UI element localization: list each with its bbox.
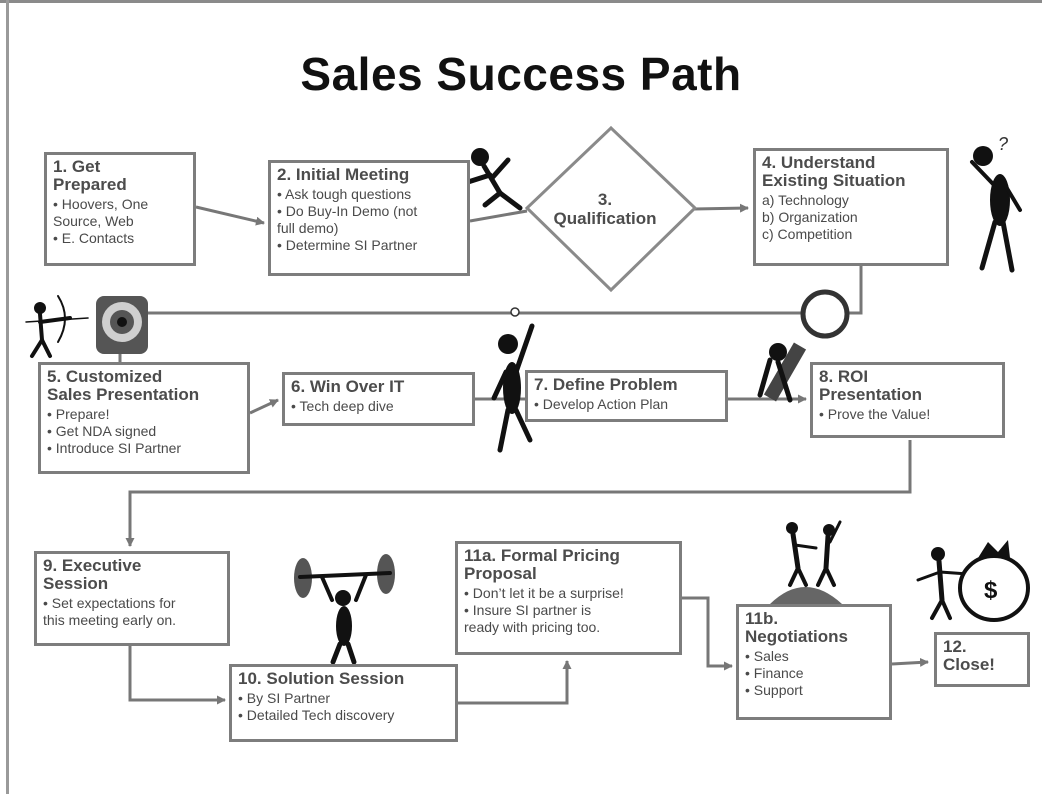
arrow-5-to-6: [249, 398, 279, 415]
step-item: • Get NDA signed: [47, 423, 157, 439]
step-heading: 6. Win Over IT: [291, 377, 405, 396]
step-item: • Tech deep dive: [291, 398, 394, 414]
step-item-list: • Tech deep dive: [291, 398, 466, 415]
step-item: • Determine SI Partner: [277, 237, 418, 253]
step-item: c) Competition: [762, 226, 853, 242]
step-item: • By SI Partner: [238, 690, 331, 706]
dollar-sign-illustration: $: [984, 577, 998, 604]
thinking-figure-illustration: [970, 146, 1022, 273]
step-heading: 11a. Formal Pricing Proposal: [464, 546, 620, 583]
step-item-list: • Don’t let it be a surprise!• Insure SI…: [464, 585, 673, 636]
step-item-list: • Set expectations for this meeting earl…: [43, 595, 221, 629]
step-item-list: • Prove the Value!: [819, 406, 996, 423]
step-item: • Prove the Value!: [819, 406, 931, 422]
step-item: • Do Buy-In Demo (not full demo): [277, 203, 418, 236]
step-item: • Detailed Tech discovery: [238, 707, 395, 723]
step-item: • Set expectations for this meeting earl…: [43, 595, 177, 628]
step-item: • Support: [745, 682, 803, 698]
line-2-to-3: [469, 209, 528, 223]
step-box-initial-meeting: 2. Initial Meeting• Ask tough questions•…: [268, 160, 470, 276]
summit-figures-illustration: [770, 520, 842, 604]
step-item: • Develop Action Plan: [534, 396, 669, 412]
archer-illustration: [25, 295, 89, 358]
idea-figure-illustration: [491, 307, 535, 453]
step-item-list: • By SI Partner• Detailed Tech discovery: [238, 690, 449, 724]
step-heading: 1. Get Prepared: [53, 157, 127, 194]
arrow-1-to-2: [195, 205, 265, 226]
money-bag-illustration: [916, 540, 1030, 622]
connector-10-to-11a: [458, 660, 572, 705]
step-item-list: • Hoovers, One Source, Web• E. Contacts: [53, 196, 187, 247]
step-box-close: 12. Close!: [934, 632, 1030, 687]
step-box-win-over-it: 6. Win Over IT • Tech deep dive: [282, 372, 475, 426]
target-illustration: [96, 296, 148, 354]
step-item-list: • Prepare!• Get NDA signed• Introduce SI…: [47, 406, 241, 457]
step-box-customized: 5. Customized Sales Presentation• Prepar…: [38, 362, 250, 474]
step-item: • Don’t let it be a surprise!: [464, 585, 624, 601]
frame-top-border: [0, 0, 1042, 3]
step-box-negotiations: 11b. Negotiations• Sales• Finance• Suppo…: [736, 604, 892, 720]
step-box-solution: 10. Solution Session • By SI Partner• Det…: [229, 664, 458, 742]
step-box-executive: 9. Executive Session• Set expectations f…: [34, 551, 230, 646]
step-item: • Finance: [745, 665, 804, 681]
step-box-define-problem: 7. Define Problem • Develop Action Plan: [525, 370, 728, 422]
connector-8-to-9: [125, 440, 912, 547]
step-item-list: • Develop Action Plan: [534, 396, 719, 413]
step-heading: 5. Customized Sales Presentation: [47, 367, 200, 404]
step-box-get-prepared: 1. Get Prepared• Hoovers, One Source, We…: [44, 152, 196, 266]
step-item: • Prepare!: [47, 406, 110, 422]
weightlifter-illustration: [294, 554, 395, 665]
step-item: • E. Contacts: [53, 230, 135, 246]
step-item: • Hoovers, One Source, Web: [53, 196, 149, 229]
sitting-figure-illustration: [465, 148, 523, 211]
illustrations: ?: [25, 134, 1030, 665]
qualification-label: 3. Qualification: [553, 190, 657, 228]
page-title: Sales Success Path: [300, 48, 742, 100]
step-item-list: • Ask tough questions• Do Buy-In Demo (n…: [277, 186, 461, 254]
step-heading: 8. ROI Presentation: [819, 367, 922, 404]
step-item: • Insure SI partner is ready with pricin…: [464, 602, 601, 635]
step-item-list: • Sales• Finance• Support: [745, 648, 883, 699]
arrow-3-to-4: [693, 203, 749, 213]
step-heading: 2. Initial Meeting: [277, 165, 410, 184]
connector-4-to-5: [118, 266, 863, 362]
step-box-roi: 8. ROI Presentation • Prove the Value!: [810, 362, 1005, 438]
connector-9-to-10: [128, 646, 226, 705]
step-heading: 12. Close!: [943, 637, 995, 674]
qualification-diamond: [524, 125, 698, 293]
step-item: b) Organization: [762, 209, 858, 225]
connector-11a-to-11b: [682, 596, 733, 671]
step-heading: 9. Executive Session: [43, 556, 142, 593]
step-item: • Sales: [745, 648, 789, 664]
step-heading: 7. Define Problem: [534, 375, 678, 394]
arrow-11b-to-12: [891, 657, 929, 667]
frame-left-border: [6, 0, 9, 794]
step-box-formal-pricing: 11a. Formal Pricing Proposal• Don’t let …: [455, 541, 682, 655]
magnifier-figure-illustration: [757, 289, 850, 403]
step-heading: 4. Understand Existing Situation: [762, 153, 906, 190]
step-item: • Introduce SI Partner: [47, 440, 182, 456]
step-item: • Ask tough questions: [277, 186, 412, 202]
step-item: a) Technology: [762, 192, 849, 208]
step-heading: 10. Solution Session: [238, 669, 405, 688]
step-heading: 11b. Negotiations: [745, 609, 848, 646]
question-mark-illustration: ?: [998, 134, 1008, 154]
